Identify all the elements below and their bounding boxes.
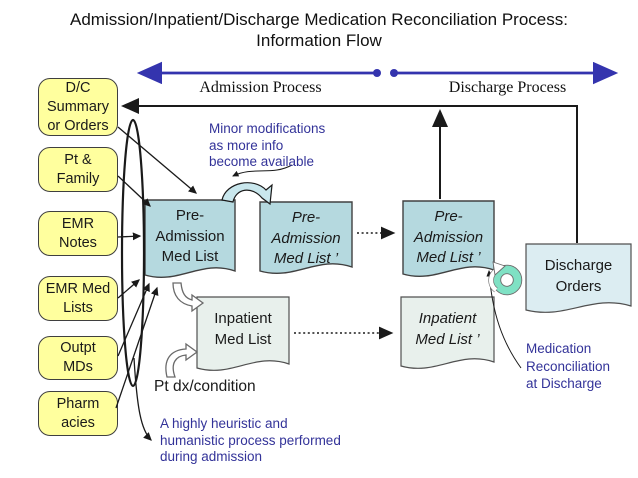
note-pt-dx-condition: Pt dx/condition bbox=[154, 378, 256, 395]
source-box-pt-and-family: Pt & Family bbox=[38, 147, 118, 192]
admission-process-label: Admission Process bbox=[199, 79, 322, 96]
doc-label: Inpatient Med List bbox=[214, 310, 272, 348]
admission-process-arrow bbox=[136, 61, 381, 85]
doc-label: Pre- Admission Med List ’ bbox=[413, 208, 484, 266]
page-title: Admission/Inpatient/Discharge Medication… bbox=[70, 10, 568, 50]
note-med-rec-discharge: Medication Reconciliation at Discharge bbox=[526, 341, 611, 391]
doc-pre-admission-med-list: Pre- Admission Med List bbox=[144, 199, 236, 283]
source-label: Pt & Family bbox=[56, 151, 100, 187]
source-label: EMR Notes bbox=[59, 215, 97, 251]
heuristic-note-arrow bbox=[133, 357, 152, 441]
source-box-pharmacies: Pharm acies bbox=[38, 391, 118, 436]
source-label: D/C Summary or Orders bbox=[46, 79, 110, 134]
reconciliation-cycle-icon bbox=[488, 261, 523, 296]
note-minor-modifications: Minor modifications as more info become … bbox=[209, 121, 326, 169]
source-label: Outpt MDs bbox=[60, 340, 96, 375]
doc-pre-admission-med-list-rev1: Pre- Admission Med List ’ bbox=[259, 201, 353, 279]
source-label: EMR Med Lists bbox=[45, 280, 111, 316]
source-box-emr-notes: EMR Notes bbox=[38, 211, 118, 256]
doc-label: Pre- Admission Med List ’ bbox=[271, 209, 341, 267]
doc-discharge-orders: Discharge Orders bbox=[525, 243, 632, 318]
doc-label: Inpatient Med List ’ bbox=[415, 310, 480, 348]
note-heuristic-process: A highly heuristic and humanistic proces… bbox=[160, 416, 341, 464]
doc-label: Discharge Orders bbox=[544, 257, 613, 295]
pt-dx-to-inpatient-elbow-arrow bbox=[165, 342, 199, 378]
doc-label: Pre- Admission Med List bbox=[155, 207, 225, 265]
source-box-dc-summary-or-orders: D/C Summary or Orders bbox=[38, 78, 118, 136]
funnel-ellipse bbox=[120, 118, 146, 388]
discharge-process-arrow bbox=[390, 61, 619, 85]
doc-inpatient-med-list-rev: Inpatient Med List ’ bbox=[400, 296, 495, 374]
doc-inpatient-med-list: Inpatient Med List bbox=[196, 296, 290, 376]
source-label: Pharm acies bbox=[56, 395, 100, 431]
source-box-emr-med-lists: EMR Med Lists bbox=[38, 276, 118, 321]
document-shape bbox=[525, 243, 632, 313]
doc-pre-admission-med-list-rev2: Pre- Admission Med List ’ bbox=[402, 200, 495, 282]
source-box-outpt-mds: Outpt MDs bbox=[38, 336, 118, 380]
document-shape bbox=[196, 296, 290, 371]
discharge-process-label: Discharge Process bbox=[448, 79, 567, 96]
